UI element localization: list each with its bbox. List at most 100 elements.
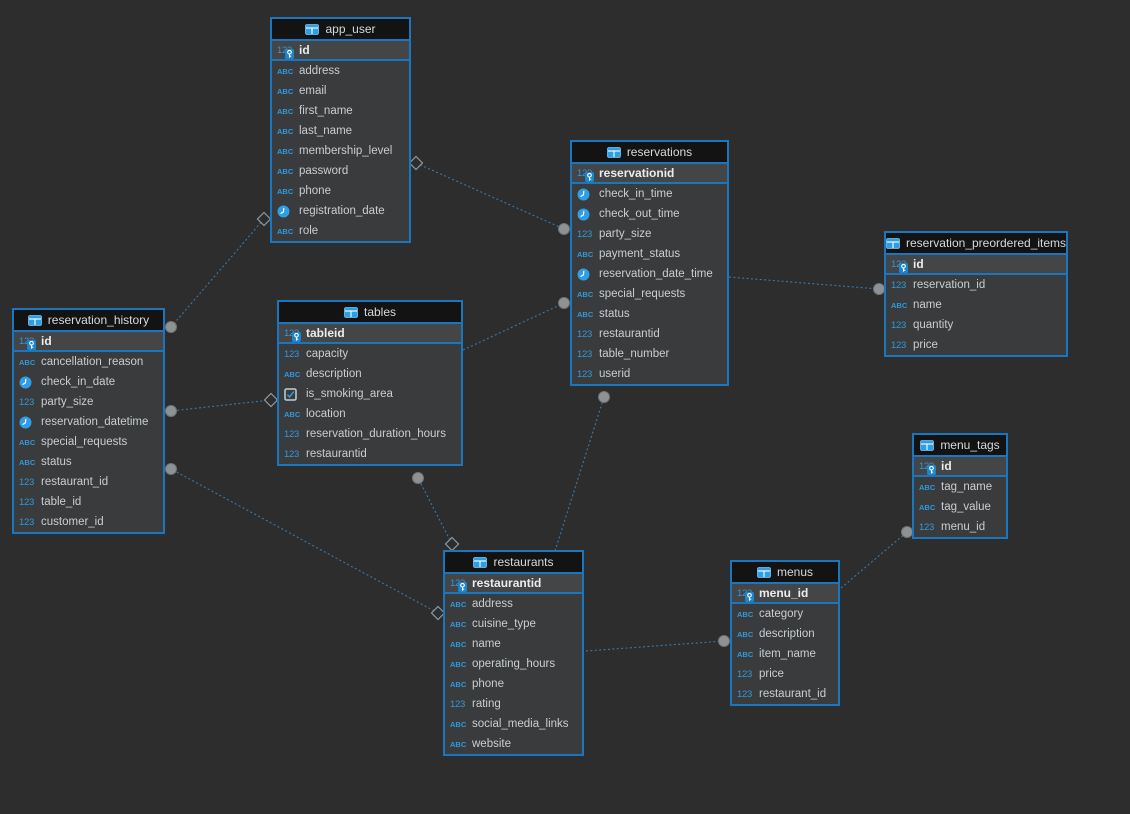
numeric-type-icon: 123	[284, 448, 299, 460]
relation-line-reservations-reservation_preordered_items[interactable]	[728, 276, 880, 290]
entity-header[interactable]: reservations	[572, 142, 727, 164]
column-row[interactable]: check_in_date	[14, 372, 163, 392]
relation-line-restaurants-menus[interactable]	[585, 640, 725, 652]
column-name: restaurantid	[472, 576, 542, 590]
column-row[interactable]: check_in_time	[572, 184, 727, 204]
column-name: check_in_date	[41, 376, 116, 388]
column-row[interactable]: registration_date	[272, 201, 409, 221]
entity-header[interactable]: app_user	[272, 19, 409, 41]
relation-line-app_user-reservations[interactable]	[415, 162, 565, 230]
column-name: tableid	[306, 326, 345, 340]
column-row[interactable]: check_out_time	[572, 204, 727, 224]
column-name: operating_hours	[472, 658, 556, 670]
relation-line-menus-menu_tags[interactable]	[840, 531, 908, 589]
relation-line-tables-reservations[interactable]	[462, 302, 565, 351]
column-name: cuisine_type	[472, 618, 536, 630]
relation-line-restaurants-reservations[interactable]	[554, 396, 605, 552]
entity-header[interactable]: reservation_history	[14, 310, 163, 332]
entity-header[interactable]: menu_tags	[914, 435, 1006, 457]
column-name: price	[759, 668, 784, 680]
entity-header[interactable]: restaurants	[445, 552, 582, 574]
column-name: restaurant_id	[41, 476, 109, 488]
text-type-icon: ABC	[277, 66, 294, 76]
column-name: check_in_time	[599, 188, 673, 200]
column-row[interactable]: reservation_datetime	[14, 412, 163, 432]
entity-header[interactable]: menus	[732, 562, 838, 584]
relation-line-app_user-reservation_history[interactable]	[170, 218, 265, 328]
column-row[interactable]: is_smoking_area	[279, 384, 461, 404]
entity-header[interactable]: reservation_preordered_items	[886, 233, 1066, 255]
relation-line-tables-reservation_history[interactable]	[170, 399, 272, 412]
relation-line-restaurants-tables[interactable]	[417, 477, 453, 545]
relation-line-restaurants-reservation_history[interactable]	[170, 468, 439, 614]
column-row[interactable]: reservation_date_time	[572, 264, 727, 284]
entity-header[interactable]: tables	[279, 302, 461, 324]
